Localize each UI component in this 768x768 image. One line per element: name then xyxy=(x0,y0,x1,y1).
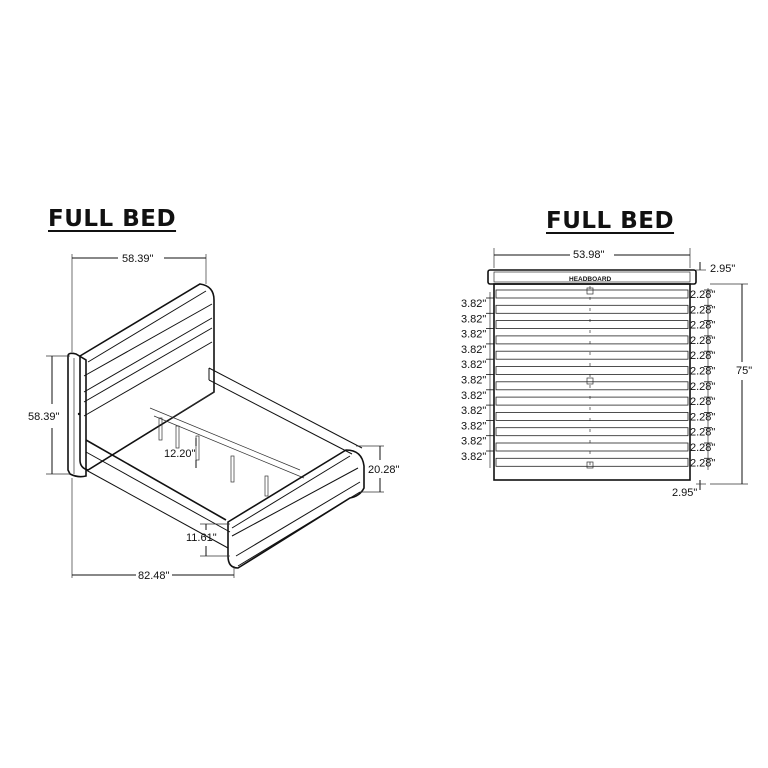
slat-width-label: 2.28" xyxy=(690,381,715,393)
slat-gap-label: 3.82" xyxy=(461,420,486,432)
slat xyxy=(495,427,689,437)
slat xyxy=(495,304,689,314)
rail-height-label: 11.61" xyxy=(186,532,217,544)
slat xyxy=(495,457,689,467)
footboard-depth-label: 2.95" xyxy=(672,487,697,499)
footboard-height-label: 20.28" xyxy=(368,464,400,476)
slat-gap-label: 3.82" xyxy=(461,375,486,387)
slat-width-label: 2.28" xyxy=(690,366,715,378)
slat-gap-labels: 3.82" 3.82" 3.82" 3.82" 3.82" 3.82" 3.82" 3.82"… xyxy=(461,297,494,463)
overall-plan-length-label: 75" xyxy=(736,365,752,377)
slat-clearance-label: 12.20" xyxy=(164,448,196,460)
slat-gap-label: 3.82" xyxy=(461,344,486,356)
slat-width-label: 2.28" xyxy=(690,350,715,362)
headboard-panel xyxy=(79,283,215,471)
slat-width-label: 2.28" xyxy=(690,457,715,469)
slat xyxy=(495,335,689,345)
slat xyxy=(495,442,689,452)
slat-width-label: 2.28" xyxy=(690,320,715,332)
plan-bed-drawing xyxy=(487,269,697,481)
perspective-bed-drawing xyxy=(67,283,365,569)
slat xyxy=(495,411,689,421)
slat-gap-label: 3.82" xyxy=(461,329,486,341)
slat-gap-label: 3.82" xyxy=(461,298,486,310)
slat xyxy=(495,366,689,375)
slat-width-label: 2.28" xyxy=(690,289,715,301)
slat-gap-label: 3.82" xyxy=(461,359,486,371)
slat xyxy=(495,289,689,299)
headboard-height-label: 58.39" xyxy=(28,411,60,423)
slat-gap-label: 3.82" xyxy=(461,313,486,325)
slat-width-label: 2.28" xyxy=(690,442,715,454)
bed-frame-plan xyxy=(493,283,691,481)
perspective-dimension-lines xyxy=(46,254,384,578)
inner-width-label: 53.98" xyxy=(573,249,605,261)
slat-gap-label: 3.82" xyxy=(461,436,486,448)
slat-width-label: 2.28" xyxy=(690,411,715,423)
slat-width-labels: 2.28" 2.28" 2.28" 2.28" 2.28" 2.28" 2.28" 2.28"… xyxy=(690,289,715,469)
right-view-title: FULL BED xyxy=(546,208,675,234)
overall-length-label: 82.48" xyxy=(138,570,170,582)
slat-gap-label: 3.82" xyxy=(461,451,486,463)
slat xyxy=(495,320,689,330)
slat-gap-label: 3.82" xyxy=(461,405,486,417)
plan-dimension-lines xyxy=(489,248,748,490)
slat-width-label: 2.28" xyxy=(690,304,715,316)
slat-width-label: 2.28" xyxy=(690,427,715,439)
headboard-depth-label: 2.95" xyxy=(710,263,735,275)
slat-width-label: 2.28" xyxy=(690,396,715,408)
headboard-post xyxy=(67,352,87,478)
slat xyxy=(495,350,689,360)
plan-slats xyxy=(495,289,689,467)
headboard-label: HEADBOARD xyxy=(569,276,612,283)
left-view-title: FULL BED xyxy=(48,206,177,232)
slat xyxy=(495,381,689,391)
slat-gap-label: 3.82" xyxy=(461,390,486,402)
slat-width-label: 2.28" xyxy=(690,335,715,347)
footboard-panel xyxy=(227,449,365,569)
slat xyxy=(495,396,689,406)
headboard-width-label: 58.39" xyxy=(122,253,154,265)
